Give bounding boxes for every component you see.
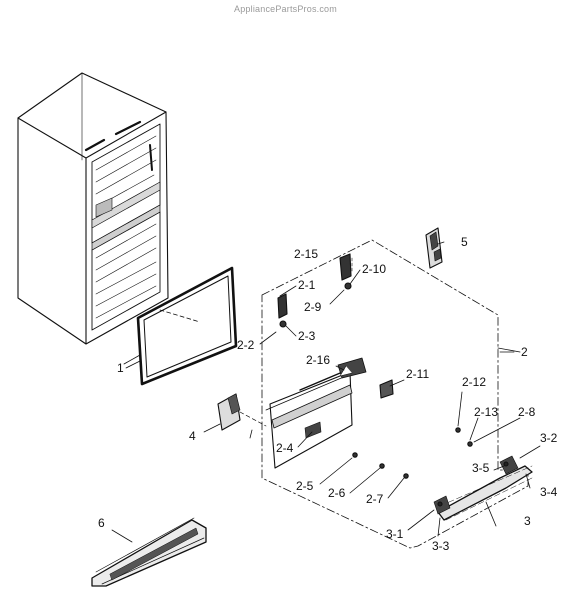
callout-2-16: 2-16 (306, 353, 330, 367)
leader-lines (111, 241, 541, 543)
callout-3-1: 3-1 (386, 527, 404, 541)
callout-2-7: 2-7 (366, 492, 384, 506)
part-5-top-hinge (425, 227, 443, 269)
screws (352, 427, 473, 479)
callout-2-5: 2-5 (296, 479, 314, 493)
callout-1: 1 (117, 361, 124, 375)
callout-2-10: 2-10 (362, 262, 386, 276)
callout-2-3: 2-3 (298, 329, 316, 343)
callout-2-11: 2-11 (406, 367, 429, 381)
callout-2-4: 2-4 (276, 441, 294, 455)
part-4-hinge-bracket (217, 393, 267, 431)
watermark: AppliancePartsPros.com (234, 4, 337, 14)
callout-2-9: 2-9 (304, 300, 322, 314)
callout-2-15: 2-15 (294, 247, 318, 261)
callout-3-3: 3-3 (432, 539, 450, 553)
refrigerator-cabinet (17, 72, 169, 345)
callout-2-12: 2-12 (462, 375, 486, 389)
callout-2-13: 2-13 (474, 405, 498, 419)
callout-2-6: 2-6 (328, 486, 346, 500)
callout-2-2: 2-2 (237, 338, 255, 352)
part-2-door-assembly-outline (249, 239, 529, 549)
callout-3-4: 3-4 (540, 485, 558, 499)
callout-3-5: 3-5 (472, 461, 490, 475)
callout-3: 3 (524, 514, 531, 528)
callout-2-8: 2-8 (518, 405, 536, 419)
part-1-door-gasket (123, 266, 238, 386)
door-panel (265, 357, 367, 469)
bracket-2-11 (379, 379, 394, 399)
callout-labels: 1 2 2-1 2-2 2-3 2-4 2-5 2-6 2-7 2-8 2-9 … (98, 235, 558, 553)
part-3-door-handle (433, 455, 533, 521)
part-6-bin (91, 517, 207, 587)
callout-2: 2 (521, 345, 528, 359)
callout-2-1: 2-1 (298, 278, 316, 292)
hinge-parts (277, 253, 353, 328)
callout-3-2: 3-2 (540, 431, 558, 445)
callout-6: 6 (98, 516, 105, 530)
callout-5: 5 (461, 235, 468, 249)
callout-4: 4 (189, 429, 196, 443)
